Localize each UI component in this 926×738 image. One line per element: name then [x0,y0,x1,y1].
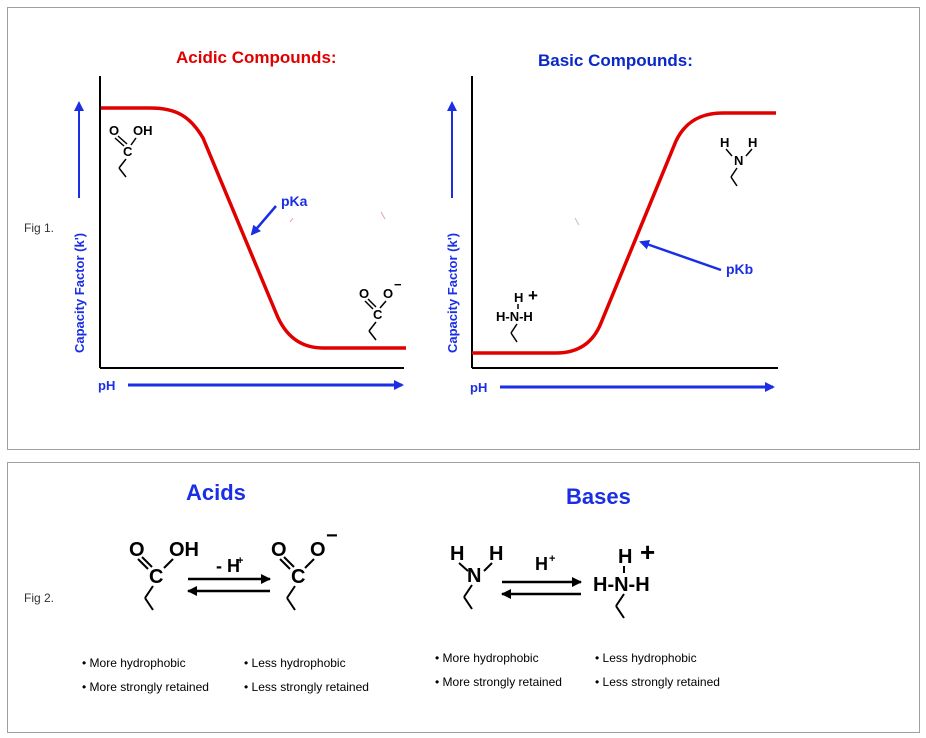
fig2-ammonium: H + H-N-H [593,537,655,619]
base-eq-label: H [535,554,548,574]
svg-text:+: + [528,286,538,305]
svg-text:H: H [618,546,632,568]
acid-y-axis-label: Capacity Factor (k') [72,233,87,353]
base-retention-curve [472,111,776,355]
svg-text:O: O [310,539,326,561]
fig2-diagram: Acids Bases O OH C - H + O O − C [82,480,720,694]
svg-text:O: O [129,539,145,561]
svg-text:O: O [383,286,393,301]
fig2-carboxylate-anion: O O − C [271,525,338,611]
acid-eq-sup: + [237,555,243,567]
svg-text:H-N-H: H-N-H [496,309,533,324]
svg-text:OH: OH [133,123,153,138]
svg-text:N: N [467,565,481,587]
svg-text:OH: OH [169,539,199,561]
fig2-carboxylic-acid: O OH C [129,539,199,611]
ammonium-structure: H + H-N-H [496,286,538,343]
fig2-amine: H H N [450,543,503,610]
carboxylic-acid-structure: O OH C [109,123,153,178]
base-right-bullet-1: • Less hydrophobic [595,651,697,665]
carboxylate-anion-structure: O O − C [359,277,402,341]
svg-text:−: − [394,277,402,292]
base-y-axis-label: Capacity Factor (k') [445,233,460,353]
acid-right-bullet-1: • Less hydrophobic [244,656,346,670]
acid-left-bullet-2: • More strongly retained [82,680,209,694]
acid-left-bullet-1: • More hydrophobic [82,656,186,670]
svg-text:−: − [326,525,338,547]
svg-text:N: N [734,153,743,168]
svg-text:C: C [149,566,163,588]
acid-retention-curve [101,106,406,350]
amine-structure: H H N [720,135,757,187]
figure-1-panel: Fig 1. Acidic Compounds: Basic Compounds… [7,7,920,450]
figure-2-panel: Fig 2. Acids Bases O OH C - H + O O [7,462,920,733]
svg-text:H: H [748,135,757,150]
base-left-bullet-2: • More strongly retained [435,675,562,689]
acid-x-axis-label: pH [98,378,115,393]
fig1-diagram: Acidic Compounds: Basic Compounds: Capac… [72,48,778,395]
pka-label: pKa [281,193,308,209]
svg-text:C: C [123,144,133,159]
svg-text:H: H [514,290,523,305]
base-left-bullet-1: • More hydrophobic [435,651,539,665]
svg-text:H: H [489,543,503,565]
pka-arrow [250,205,277,236]
acid-chart-title: Acidic Compounds: [176,48,337,67]
base-chart-title: Basic Compounds: [538,51,693,70]
pkb-arrow [639,239,722,272]
acids-title: Acids [186,480,246,505]
svg-text:O: O [271,539,287,561]
fig1-label: Fig 1. [24,221,55,235]
base-right-bullet-2: • Less strongly retained [595,675,720,689]
acid-eq-label: - H [216,556,240,576]
svg-text:O: O [109,123,119,138]
pkb-label: pKb [726,261,753,277]
bases-title: Bases [566,484,631,509]
base-x-axis-label: pH [470,380,487,395]
svg-text:O: O [359,286,369,301]
svg-text:C: C [291,566,305,588]
svg-text:C: C [373,307,383,322]
svg-text:+: + [640,537,655,567]
base-eq-sup: + [549,553,555,565]
svg-text:H-N-H: H-N-H [593,574,650,596]
svg-text:H: H [450,543,464,565]
svg-text:H: H [720,135,729,150]
acid-right-bullet-2: • Less strongly retained [244,680,369,694]
fig2-label: Fig 2. [24,591,55,605]
